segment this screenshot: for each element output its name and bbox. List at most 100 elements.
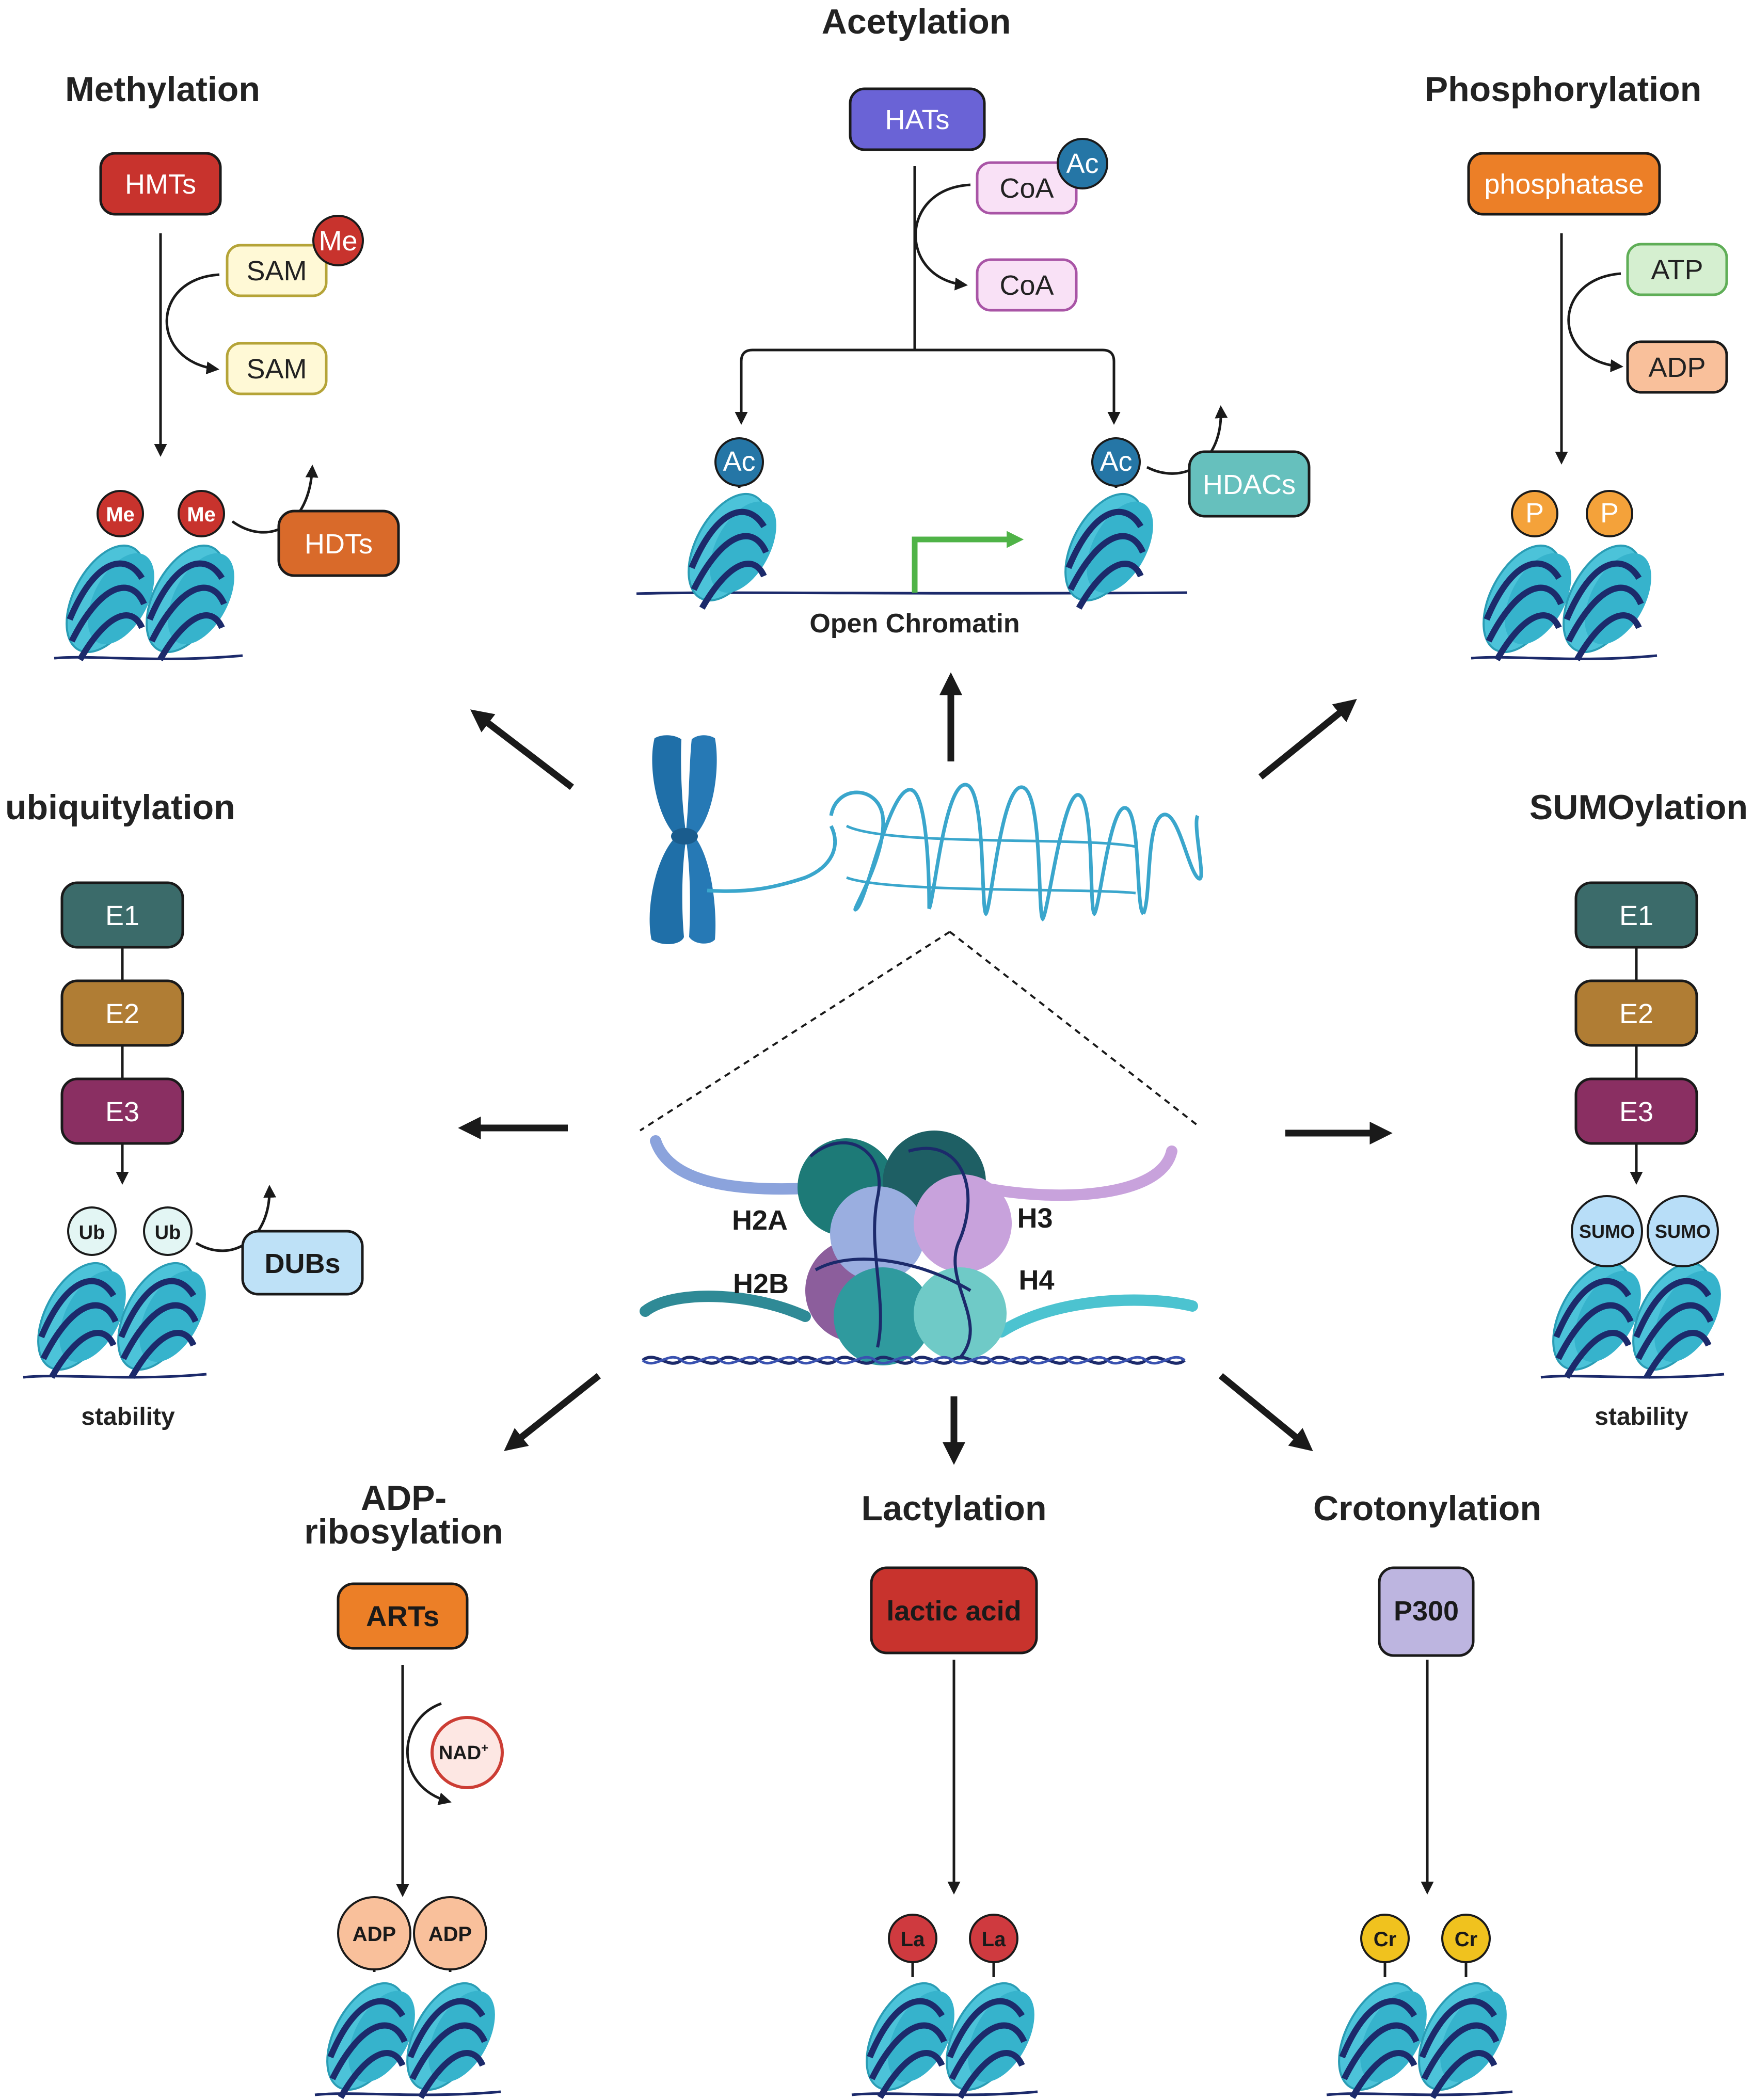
sumo-bead-label: SUMO <box>1655 1221 1711 1242</box>
ac-bead-donor-label: Ac <box>1066 148 1098 179</box>
zoom-line-left <box>639 931 951 1132</box>
adp-bead-label: ADP <box>428 1923 472 1946</box>
e2-box <box>1574 979 1698 1047</box>
ubiquitylation-dna <box>23 1373 207 1379</box>
acetylation-curve-arrow <box>914 183 971 291</box>
h4-core <box>914 1267 1007 1360</box>
e2-label: E2 <box>105 998 139 1029</box>
hats-box <box>849 87 986 151</box>
la-bead-label: La <box>901 1928 925 1951</box>
phosphorylation-curve-arrow <box>1567 272 1623 372</box>
transcription-start-arrow <box>912 531 1024 593</box>
chromosome <box>649 735 717 945</box>
sumoylation-title: SUMOylation <box>1529 788 1748 827</box>
p-bead-label: P <box>1600 498 1619 529</box>
nad-bead <box>431 1716 504 1789</box>
ubiquitylation-title: ubiquitylation <box>5 788 235 827</box>
crotonylation-panel: Crotonylation P300 Cr Cr <box>1313 1489 1541 2100</box>
dubs-box <box>241 1230 364 1296</box>
hmts-box <box>99 152 222 216</box>
e3-label: E3 <box>105 1096 139 1127</box>
ac-bead-label: Ac <box>723 446 755 477</box>
methylation-panel: Methylation HMTs SAM Me SAM Me Me HDTs <box>51 70 400 665</box>
p300-box <box>1378 1566 1475 1657</box>
lactylation-title: Lactylation <box>862 1489 1047 1528</box>
h3-label: H3 <box>1017 1203 1053 1234</box>
nad-label: NAD+ <box>439 1741 488 1764</box>
la-bead <box>888 1914 937 1963</box>
chromatin-fiber <box>707 783 1203 922</box>
acetylation-branch <box>740 348 1115 413</box>
adp-ribosylation-dna <box>314 2090 501 2096</box>
e2-box <box>60 979 184 1047</box>
ub-bead-label: Ub <box>79 1222 105 1244</box>
ub-bead-label: Ub <box>155 1222 181 1244</box>
h4-label: H4 <box>1018 1265 1054 1296</box>
la-bead-label: La <box>982 1928 1006 1951</box>
sumo-bead-label: SUMO <box>1579 1221 1635 1242</box>
hats-label: HATs <box>885 104 949 135</box>
adp-ribosylation-title-line2: ribosylation <box>304 1512 503 1551</box>
arrow-to-crotonylation <box>1218 1373 1313 1452</box>
ubiquitylation-panel: ubiquitylation E1 E2 E3 Ub Ub DUBs stabi… <box>5 788 364 1430</box>
arrow-to-adp-ribosylation <box>504 1373 601 1451</box>
nad-curve-arrow <box>406 1702 452 1805</box>
atp-box <box>1626 243 1728 296</box>
h3-core <box>914 1174 1012 1272</box>
cr-bead-label: Cr <box>1374 1928 1396 1951</box>
phosphorylation-dna <box>1471 654 1658 660</box>
adp-bead-label: ADP <box>353 1923 396 1946</box>
ub-bead <box>67 1206 117 1256</box>
me-bead <box>97 490 144 537</box>
me-bead <box>178 490 225 537</box>
ub-bead <box>143 1206 193 1256</box>
hdts-label: HDTs <box>305 529 373 560</box>
atp-label: ATP <box>1651 254 1703 285</box>
lactylation-dna <box>851 2090 1038 2096</box>
adp-ribosylation-panel: ADP- ribosylation ARTs NAD+ ADP ADP <box>304 1478 508 2100</box>
e1-box <box>60 881 184 949</box>
lactylation-panel: Lactylation lactic acid La La <box>851 1489 1048 2100</box>
methylation-curve-arrow <box>165 273 220 375</box>
h2b-label: H2B <box>733 1268 789 1299</box>
h3-tail <box>975 1146 1177 1201</box>
me-bead-label: Me <box>106 503 135 526</box>
phosphorylation-title: Phosphorylation <box>1425 70 1701 109</box>
hdts-box <box>277 510 400 577</box>
e1-label: E1 <box>1619 900 1653 931</box>
phosphatase-label: phosphatase <box>1484 169 1644 200</box>
hdacs-box <box>1188 450 1311 518</box>
sumo-bead <box>1571 1195 1643 1267</box>
ac-bead-label: Ac <box>1099 446 1132 477</box>
e2-label: E2 <box>1619 998 1653 1029</box>
adp-ribosylation-title-line1: ADP- <box>361 1478 447 1518</box>
ubiquitylation-caption: stability <box>81 1403 175 1430</box>
h4-tail <box>996 1294 1198 1338</box>
sumoylation-dna <box>1540 1373 1725 1379</box>
h2b-front <box>834 1267 932 1365</box>
center-illustration: H2A H2B H3 H4 <box>639 735 1203 1365</box>
cr-bead <box>1441 1914 1491 1963</box>
hdacs-label: HDACs <box>1203 469 1296 500</box>
acetylation-title: Acetylation <box>822 2 1011 41</box>
p-bead <box>1511 490 1558 537</box>
zoom-line-right <box>949 931 1199 1126</box>
lactic-acid-box <box>870 1566 1038 1654</box>
linker-dna-strand <box>642 1356 1186 1365</box>
hmts-label: HMTs <box>125 169 196 200</box>
ac-bead <box>714 437 764 487</box>
open-chromatin-dna <box>636 591 1188 595</box>
sam-donor-box <box>226 244 328 297</box>
sumoylation-caption: stability <box>1595 1403 1688 1430</box>
acetylation-panel: Acetylation HATs CoA Ac CoA Ac Ac Open C… <box>636 2 1311 639</box>
dubs-label: DUBs <box>264 1248 340 1279</box>
e1-box <box>1574 881 1698 949</box>
phosphatase-box <box>1467 152 1661 216</box>
octamer-dna-wrap <box>809 1141 972 1359</box>
adp-label: ADP <box>1648 352 1706 383</box>
ac-bead <box>1091 437 1141 487</box>
sam-product-label: SAM <box>246 354 307 385</box>
e3-label: E3 <box>1619 1096 1653 1127</box>
me-bead-label: Me <box>187 503 216 526</box>
